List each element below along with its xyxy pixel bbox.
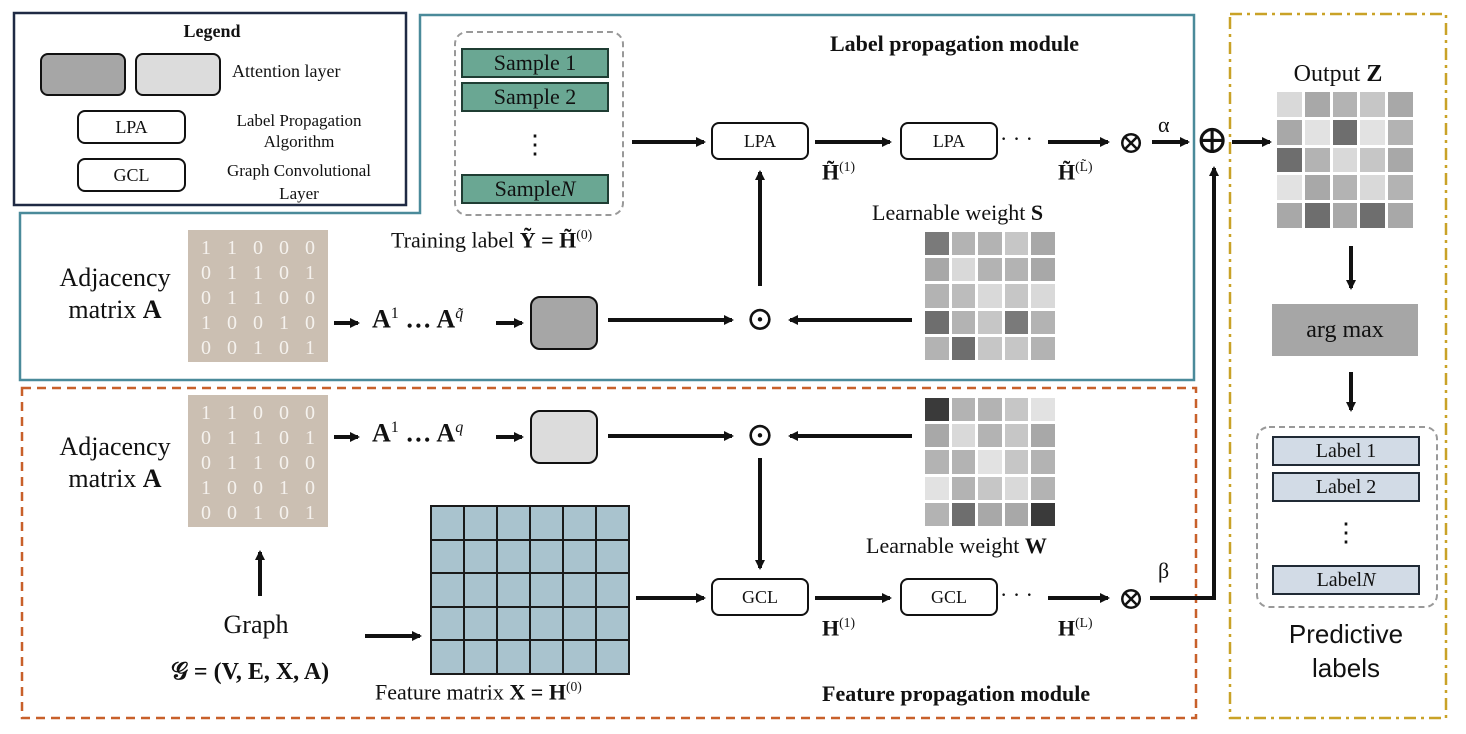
sample-2: Sample 2 [461,82,609,112]
legend-lpa-desc-2: Algorithm [263,132,335,151]
sample-n: Sample N [461,174,609,204]
graph-label: Graph [223,610,289,639]
alpha-symbol: α [1158,112,1170,137]
weight-w-caption: Learnable weight W [866,533,1047,558]
gcl-box-1: GCL [711,578,809,616]
sample-1: Sample 1 [461,48,609,78]
legend-gcl-desc-1: Graph Convolutional [226,161,372,180]
oplus-symbol: ⊕ [1195,117,1229,162]
label-hadamard: ⊙ [745,301,775,338]
predictive-labels-line1: Predictive [1288,619,1404,649]
feature-adjacency-line1: Adjacency [59,432,171,461]
label-1: Label 1 [1272,436,1420,466]
legend-gcl-box: GCL [77,158,186,192]
attention-layer-light-swatch [135,53,221,96]
label-n: Label N [1272,565,1420,595]
label-module-title: Label propagation module [830,31,1079,56]
feature-adj-powers: A1 … Aq [372,418,464,448]
labels-vdots: ⋮ [1333,518,1359,547]
legend-gcl-text: GCL [113,164,150,185]
legend-lpa-box: LPA [77,110,186,144]
sample-n-symbol: N [560,176,576,201]
label-adjacency-line1: Adjacency [59,263,171,292]
training-label-caption: Training label Ỹ = H̃(0) [391,227,593,253]
legend-frame [12,11,408,207]
feature-adjacency-line2: matrix A [68,464,162,493]
label-attention-layer [530,296,598,350]
samples-group-frame [454,31,624,216]
feature-module-title: Feature propagation module [822,681,1091,706]
feature-attention-layer [530,410,598,464]
h-L: H(L) [1058,615,1093,641]
attention-layer-label: Attention layer [232,61,341,81]
output-frame [1228,12,1448,720]
predictive-labels-line2: labels [1312,653,1380,683]
gcl-box-2: GCL [900,578,998,616]
otimes-feature: ⊗ [1117,580,1145,616]
argmax-box: arg max [1272,304,1418,356]
feature-hadamard: ⊙ [745,417,775,454]
h-tilde-L: H̃(L̃) [1058,159,1093,185]
gcl-ellipsis: · · · [1000,582,1033,607]
h-tilde-1: H̃(1) [822,159,856,185]
labels-group-frame [1256,426,1438,608]
samples-vdots: ⋮ [522,130,548,159]
legend-gcl-desc-2: Layer [279,184,319,203]
output-title: Output Z [1293,61,1383,87]
feature-matrix-caption: Feature matrix X = H(0) [375,679,582,705]
output-z-matrix [1277,92,1413,228]
weight-s-caption: Learnable weight S [872,200,1044,225]
feature-matrix-x [430,505,630,675]
legend-lpa-desc-1: Label Propagation [236,111,362,130]
attention-layer-dark-swatch [40,53,126,96]
lpa-ellipsis: · · · [1000,126,1033,151]
graph-equation: 𝒢 = (V, E, X, A) [170,659,330,685]
legend-lpa-text: LPA [115,116,148,137]
beta-symbol: β [1158,558,1170,583]
lpa-box-2: LPA [900,122,998,160]
lpa-box-1: LPA [711,122,809,160]
weight-w-matrix [925,398,1055,526]
label-2: Label 2 [1272,472,1420,502]
h-1: H(1) [822,615,856,641]
feature-module-frame [20,386,1198,720]
label-n-symbol: N [1362,568,1376,591]
label-adj-powers: A1 … Aq̃ [372,304,464,334]
label-module-frame [18,13,1196,382]
label-adjacency-line2: matrix A [68,295,162,324]
weight-s-matrix [925,232,1055,360]
otimes-label: ⊗ [1117,124,1145,160]
legend-title: Legend [183,21,241,41]
